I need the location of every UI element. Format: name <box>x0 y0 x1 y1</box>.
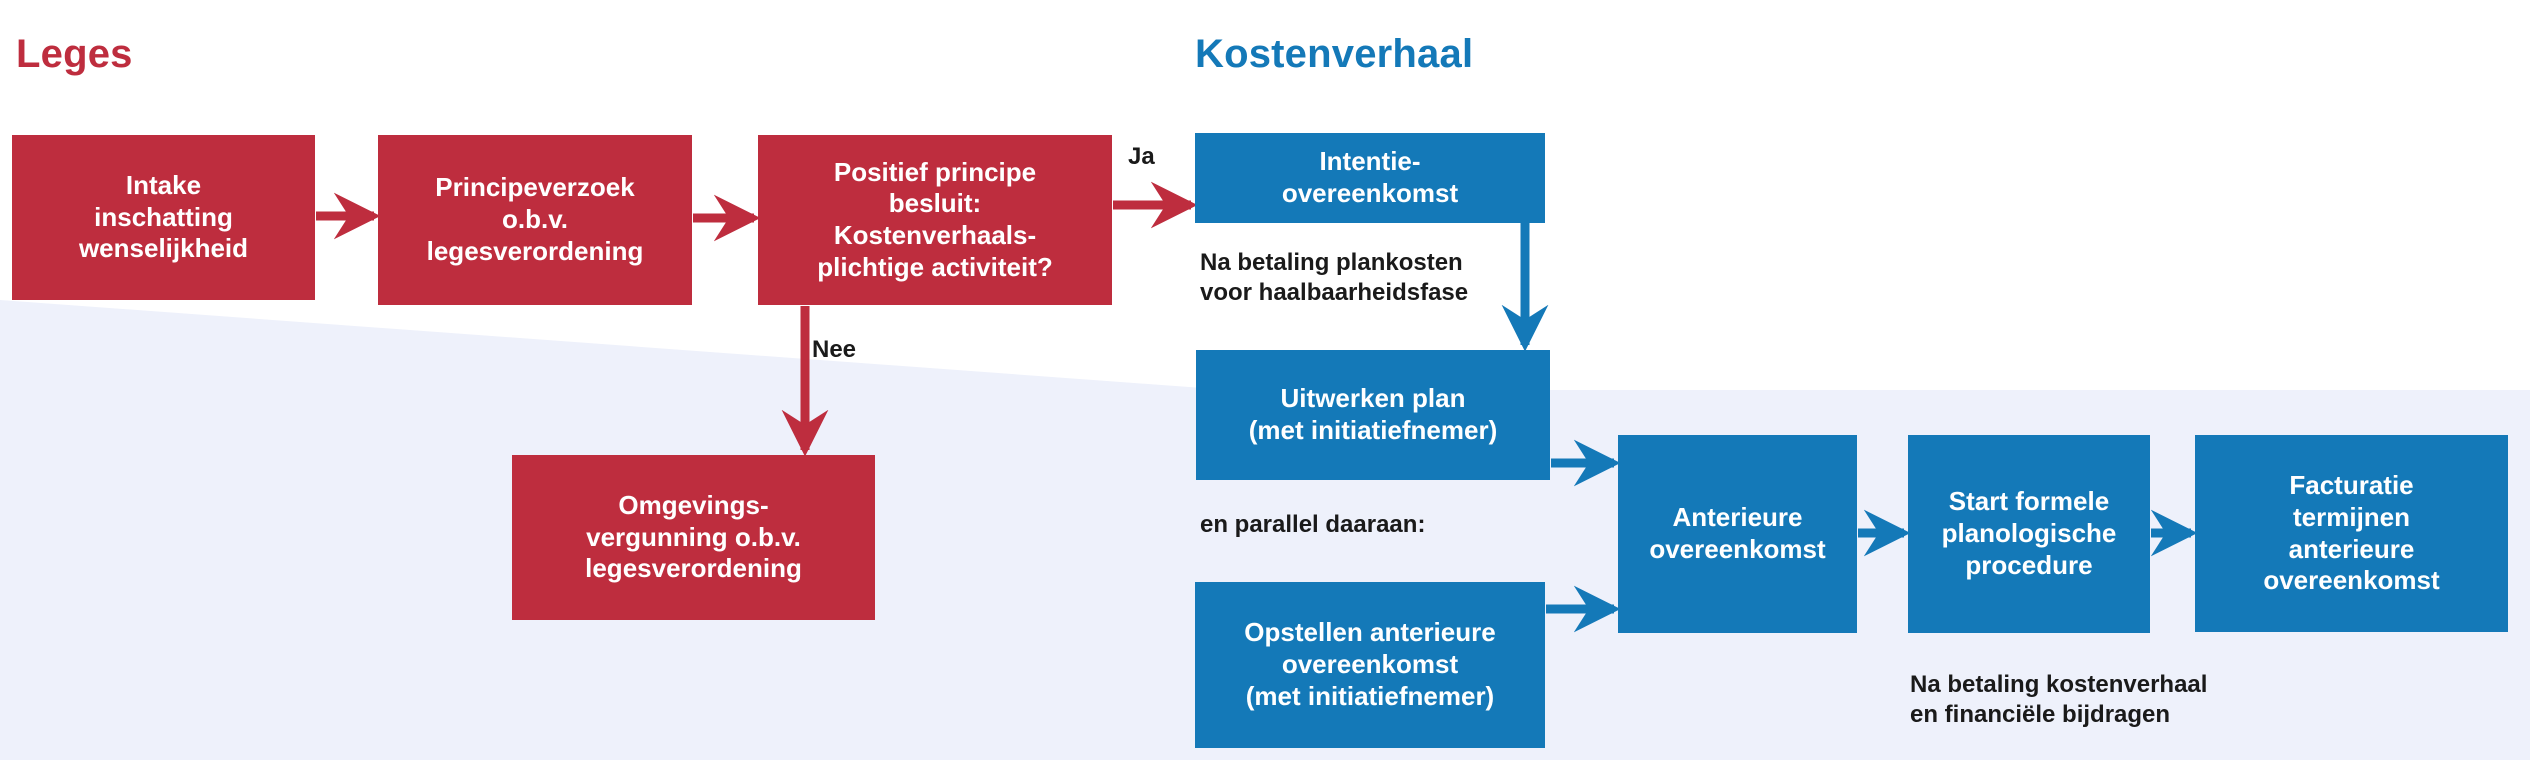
node-omgevingsvergunning[interactable]: Omgevings-vergunning o.b.v.legesverorden… <box>512 455 875 620</box>
edge-label-ja: Ja <box>1128 143 1155 170</box>
node-uitwerken-plan[interactable]: Uitwerken plan(met initiatiefnemer) <box>1196 350 1550 480</box>
node-intentie-overeenkomst[interactable]: Intentie-overeenkomst <box>1195 133 1545 223</box>
edge-label-nee: Nee <box>812 336 857 363</box>
edge-label-en-parallel-daaraan: en parallel daaraan: <box>1200 511 1426 538</box>
section-title-leges: Leges <box>16 32 133 76</box>
section-title-kostenverhaal: Kostenverhaal <box>1195 32 1474 76</box>
